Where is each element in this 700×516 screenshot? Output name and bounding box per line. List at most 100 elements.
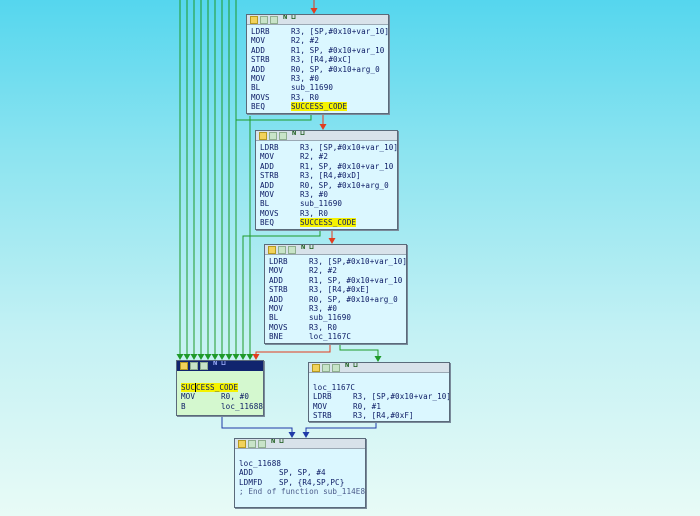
label-line[interactable]: SUCCESS_CODE [181,383,259,392]
asm-line[interactable]: BL sub_11690 [260,199,393,208]
graph-icon[interactable] [248,440,256,448]
asm-line[interactable]: MOVS R3, R0 [260,209,393,218]
operands: R2, #2 [309,266,338,276]
edge-arrowhead [197,354,205,360]
mnemonic: LDRB [313,392,332,402]
operands: R3, [SP,#0x10+var_10] [291,27,389,36]
graph-icon[interactable] [269,132,277,140]
edge-arrowhead [232,354,240,360]
color-icon[interactable] [238,440,246,448]
mnemonic: MOVS [260,208,279,218]
operands: R3, [SP,#0x10+var_10] [300,143,398,152]
operands: SP, {R4,SP,PC} [279,477,345,487]
list-icon[interactable] [279,132,287,140]
branch-target-highlighted[interactable]: SUCCESS_CODE [291,102,348,112]
mnemonic: STRB [260,171,279,181]
function-end-comment: ; End of function sub_114E8 [239,487,366,497]
operands: R3, #0 [309,303,338,313]
mnemonic: MOV [181,392,196,402]
mnemonic: BL [260,199,270,209]
color-icon[interactable] [312,364,320,372]
label-line[interactable]: loc_11688 [239,459,361,468]
mnemonic: MOV [251,73,266,83]
branch-target-highlighted[interactable]: SUCCESS_CODE [300,218,357,228]
color-icon[interactable] [180,362,188,370]
operands: sub_11690 [309,313,352,323]
edge-arrowhead [288,432,296,438]
operands: SP, SP, #4 [279,468,326,478]
graph-icon[interactable] [322,364,330,372]
mnemonic: BNE [269,332,284,342]
edge-arrowhead [328,238,336,244]
graph-icon[interactable] [190,362,198,370]
graph-icon[interactable] [278,246,286,254]
list-icon[interactable] [200,362,208,370]
mnemonic: STRB [251,55,270,65]
operands: R3, [SP,#0x10+var_10] [309,257,407,266]
asm-line[interactable]: STRB R3, [R4,#0xD] [260,171,393,180]
list-icon[interactable] [332,364,340,372]
edge-arrowhead [225,354,233,360]
node-type-icon: N ⊔ [292,130,305,137]
mnemonic: MOV [260,189,275,199]
asm-line[interactable]: LDMFD SP, {R4,SP,PC} [239,478,361,487]
graph-icon[interactable] [260,16,268,24]
operands: loc_11688 [221,401,264,411]
mnemonic: LDMFD [239,477,263,487]
mnemonic: STRB [313,411,332,421]
color-icon[interactable] [259,132,267,140]
operands: sub_11690 [300,199,343,209]
operands: R0, SP, #0x10+arg_0 [300,180,389,190]
mnemonic: B [181,401,186,411]
asm-line[interactable]: BL sub_11690 [269,313,402,322]
mnemonic: MOVS [269,322,288,332]
list-icon[interactable] [288,246,296,254]
list-icon[interactable] [258,440,266,448]
list-icon[interactable] [270,16,278,24]
color-icon[interactable] [250,16,258,24]
edge-arrowhead [176,354,184,360]
operands: R3, R0 [300,208,329,218]
mnemonic: BL [269,313,279,323]
label-line[interactable]: loc_1167C [313,383,445,392]
color-icon[interactable] [268,246,276,254]
operands: R3, [R4,#0xD] [300,171,361,181]
